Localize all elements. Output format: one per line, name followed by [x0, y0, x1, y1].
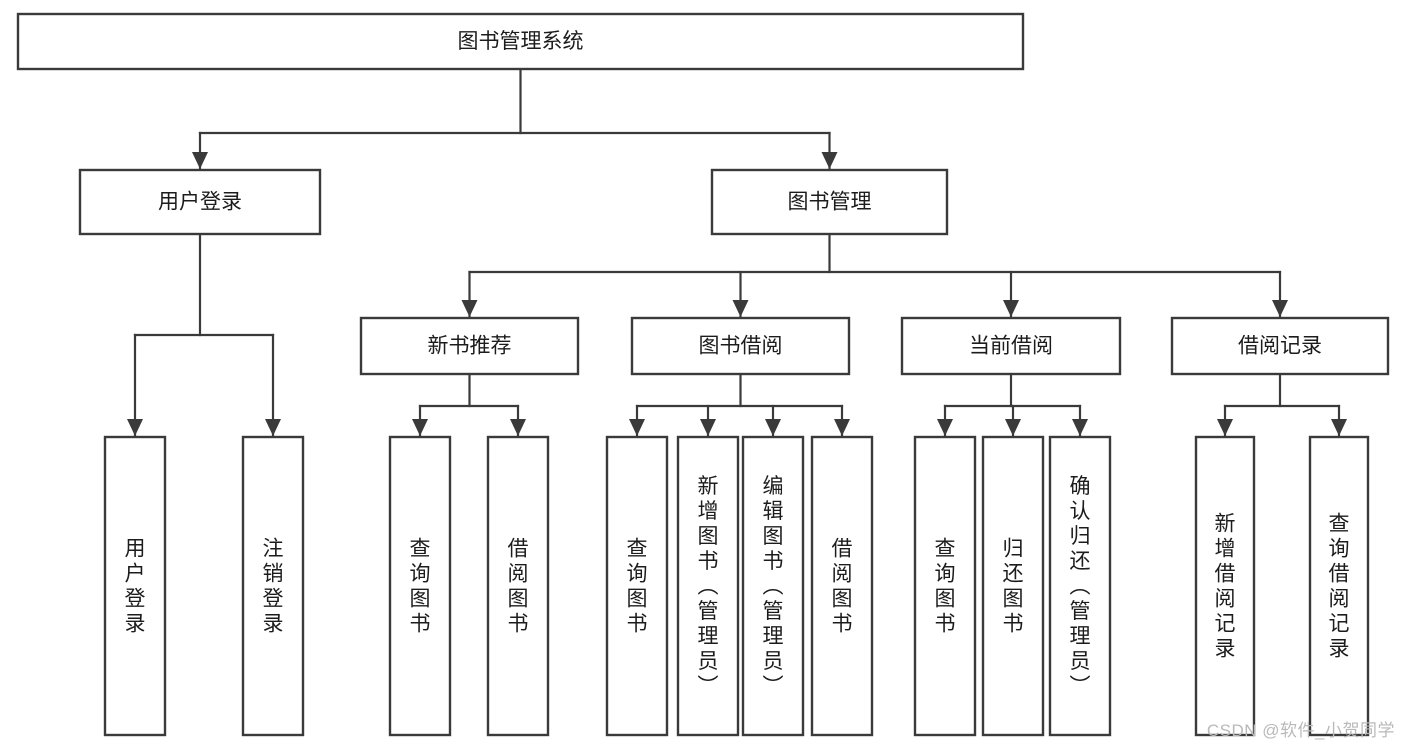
connector-group-user-login	[127, 232, 281, 438]
node-box-leaf-edit-book[interactable]	[741, 435, 805, 737]
node-label-book-borrow: 图书借阅	[699, 335, 783, 358]
node-label-leaf-logout: 注销登录	[263, 538, 284, 636]
node-box-leaf-borrow-book-2[interactable]	[810, 435, 874, 737]
node-box-leaf-return-book[interactable]	[981, 435, 1045, 737]
node-book-borrow[interactable]: 图书借阅	[630, 316, 851, 376]
node-box-root[interactable]	[16, 12, 1025, 71]
node-label-current-borrow: 当前借阅	[969, 335, 1053, 358]
connector-arrowhead	[937, 419, 953, 436]
connector-group-book-manage	[461, 232, 1288, 319]
connector-arrowhead	[265, 419, 281, 436]
node-box-new-book-rec[interactable]	[359, 316, 580, 376]
node-leaf-query-record[interactable]: 查询借阅记录	[1308, 435, 1370, 737]
node-root[interactable]: 图书管理系统	[16, 12, 1025, 71]
node-user-login[interactable]: 用户登录	[78, 168, 322, 236]
node-box-borrow-record[interactable]	[1170, 316, 1390, 376]
node-box-current-borrow[interactable]	[900, 316, 1122, 376]
connector-arrowhead	[821, 152, 838, 169]
node-box-leaf-query-record[interactable]	[1308, 435, 1370, 737]
connector-arrowhead	[765, 419, 781, 436]
node-leaf-user-login[interactable]: 用户登录	[103, 435, 167, 737]
node-label-user-login: 用户登录	[158, 191, 242, 214]
connector-arrowhead	[412, 419, 428, 436]
node-leaf-query-book-3[interactable]: 查询图书	[913, 435, 977, 737]
node-label-leaf-user-login: 用户登录	[125, 538, 146, 636]
node-box-book-borrow[interactable]	[630, 316, 851, 376]
node-leaf-confirm-return[interactable]: 确认归还︵管理员︶	[1048, 435, 1112, 737]
node-box-leaf-query-book-2[interactable]	[605, 435, 669, 737]
node-box-leaf-query-book-1[interactable]	[388, 435, 452, 737]
node-layer: 图书管理系统用户登录图书管理新书推荐图书借阅当前借阅借阅记录用户登录注销登录查询…	[16, 12, 1390, 737]
node-label-leaf-return-book: 归还图书	[1003, 538, 1024, 636]
node-leaf-edit-book[interactable]: 编辑图书︵管理员︶	[741, 435, 805, 737]
connector-arrowhead	[834, 419, 850, 436]
node-book-manage[interactable]: 图书管理	[710, 168, 949, 236]
node-leaf-borrow-book-2[interactable]: 借阅图书	[810, 435, 874, 737]
node-label-leaf-confirm-return: 确认归还︵管理员︶	[1070, 475, 1091, 698]
node-label-leaf-borrow-book-1: 借阅图书	[508, 538, 529, 636]
connector-arrowhead	[1331, 419, 1347, 436]
node-label-book-manage: 图书管理	[788, 191, 872, 214]
node-label-leaf-query-book-1: 查询图书	[410, 538, 431, 636]
node-leaf-logout[interactable]: 注销登录	[241, 435, 305, 737]
connector-group-borrow-record	[1217, 372, 1347, 438]
node-leaf-borrow-book-1[interactable]: 借阅图书	[486, 435, 550, 737]
connector-arrowhead	[510, 419, 526, 436]
node-label-new-book-rec: 新书推荐	[428, 335, 512, 358]
node-leaf-add-record[interactable]: 新增借阅记录	[1194, 435, 1256, 737]
node-label-root: 图书管理系统	[458, 30, 584, 53]
node-label-leaf-query-record: 查询借阅记录	[1329, 513, 1350, 661]
connector-arrowhead	[192, 152, 208, 169]
node-leaf-add-book[interactable]: 新增图书︵管理员︶	[676, 435, 740, 737]
connector-arrowhead	[1072, 419, 1088, 436]
node-box-leaf-logout[interactable]	[241, 435, 305, 737]
connector-group-new-book-rec	[412, 372, 526, 438]
connector-group-book-borrow	[629, 372, 850, 438]
node-label-leaf-edit-book: 编辑图书︵管理员︶	[763, 475, 784, 698]
node-label-leaf-borrow-book-2: 借阅图书	[832, 538, 853, 636]
node-box-leaf-add-book[interactable]	[676, 435, 740, 737]
node-box-leaf-borrow-book-1[interactable]	[486, 435, 550, 737]
node-label-leaf-query-book-2: 查询图书	[627, 538, 648, 636]
node-label-borrow-record: 借阅记录	[1238, 335, 1322, 358]
node-leaf-return-book[interactable]: 归还图书	[981, 435, 1045, 737]
connector-arrowhead	[127, 419, 143, 436]
node-leaf-query-book-1[interactable]: 查询图书	[388, 435, 452, 737]
node-box-leaf-user-login[interactable]	[103, 435, 167, 737]
connector-layer	[127, 67, 1347, 438]
connector-arrowhead	[1217, 419, 1233, 436]
node-borrow-record[interactable]: 借阅记录	[1170, 316, 1390, 376]
connector-arrowhead	[732, 300, 749, 317]
connector-arrowhead	[700, 419, 716, 436]
node-box-user-login[interactable]	[78, 168, 322, 236]
node-box-leaf-query-book-3[interactable]	[913, 435, 977, 737]
connector-arrowhead	[461, 300, 478, 317]
connector-arrowhead	[1005, 419, 1021, 436]
connector-arrowhead	[629, 419, 645, 436]
node-leaf-query-book-2[interactable]: 查询图书	[605, 435, 669, 737]
node-box-book-manage[interactable]	[710, 168, 949, 236]
node-label-leaf-add-record: 新增借阅记录	[1215, 513, 1236, 661]
node-box-leaf-confirm-return[interactable]	[1048, 435, 1112, 737]
connector-group-root	[192, 67, 838, 171]
node-box-leaf-add-record[interactable]	[1194, 435, 1256, 737]
connector-group-current-borrow	[937, 372, 1088, 438]
connector-arrowhead	[1272, 300, 1288, 317]
node-new-book-rec[interactable]: 新书推荐	[359, 316, 580, 376]
node-current-borrow[interactable]: 当前借阅	[900, 316, 1122, 376]
node-label-leaf-query-book-3: 查询图书	[935, 538, 956, 636]
node-label-leaf-add-book: 新增图书︵管理员︶	[698, 475, 719, 698]
connector-arrowhead	[1003, 300, 1019, 317]
